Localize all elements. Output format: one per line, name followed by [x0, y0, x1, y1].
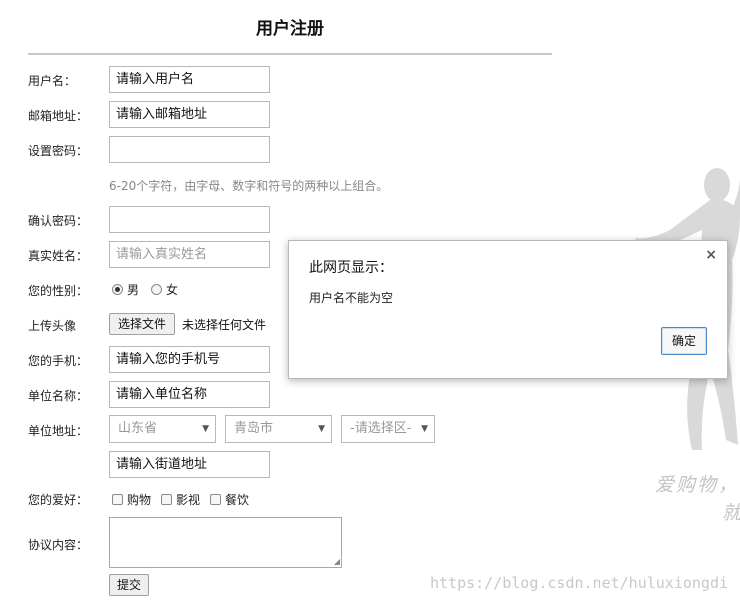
- street-input[interactable]: 请输入街道地址: [109, 451, 270, 478]
- avatar-label: 上传头像: [28, 319, 77, 333]
- title-divider: [28, 53, 552, 55]
- agreement-label: 协议内容：: [28, 538, 89, 552]
- hobby-dining-checkbox[interactable]: [210, 494, 222, 505]
- username-label: 用户名：: [28, 74, 77, 88]
- province-select[interactable]: 山东省 ▼: [109, 415, 216, 443]
- file-status-text: 未选择任何文件: [182, 318, 267, 332]
- close-icon[interactable]: ×: [705, 247, 717, 263]
- hobbies-checkbox-group: 购物 影视 餐饮: [112, 491, 249, 508]
- username-input[interactable]: 请输入用户名: [109, 66, 270, 93]
- agreement-textarea[interactable]: ◢: [109, 517, 342, 568]
- hobby-movies-label: 影视: [176, 493, 201, 507]
- gender-male-radio[interactable]: [112, 284, 123, 295]
- real-name-input[interactable]: 请输入真实姓名: [109, 241, 270, 268]
- ok-button[interactable]: 确定: [661, 327, 707, 355]
- confirm-password-label: 确认密码：: [28, 214, 89, 228]
- dialog-message: 用户名不能为空: [309, 291, 394, 305]
- district-select[interactable]: -请选择区- ▼: [341, 415, 435, 443]
- city-select-value: 青岛市: [234, 421, 274, 436]
- chevron-down-icon: ▼: [202, 424, 209, 434]
- confirm-password-input[interactable]: [109, 206, 270, 233]
- phone-label: 您的手机：: [28, 354, 89, 368]
- password-hint: 6-20个字符，由字母、数字和符号的两种以上组合。: [109, 179, 389, 193]
- dialog-title: 此网页显示：: [309, 260, 393, 276]
- hobby-shopping-label: 购物: [127, 493, 152, 507]
- gender-female-radio[interactable]: [151, 284, 163, 295]
- district-select-value: -请选择区-: [350, 421, 412, 436]
- slogan-text: 爱购物，: [655, 474, 740, 496]
- hobby-movies-checkbox[interactable]: [161, 494, 173, 505]
- chevron-down-icon: ▼: [318, 424, 325, 434]
- hobbies-label: 您的爱好：: [28, 493, 89, 507]
- address-label: 单位地址：: [28, 424, 89, 438]
- gender-female-label: 女: [166, 283, 179, 297]
- watermark-text: https://blog.csdn.net/huluxiongdi: [429, 574, 728, 592]
- email-input[interactable]: 请输入邮箱地址: [109, 101, 270, 128]
- phone-input[interactable]: 请输入您的手机号: [109, 346, 270, 373]
- choose-file-button[interactable]: 选择文件: [109, 313, 176, 335]
- hobby-shopping-checkbox[interactable]: [112, 494, 123, 505]
- real-name-label: 真实姓名：: [28, 249, 89, 263]
- password-label: 设置密码：: [28, 144, 89, 158]
- page-title: 用户注册: [256, 19, 324, 39]
- gender-radio-group: 男 女: [112, 281, 178, 298]
- chevron-down-icon: ▼: [421, 424, 428, 434]
- company-input[interactable]: 请输入单位名称: [109, 381, 270, 408]
- company-label: 单位名称：: [28, 389, 89, 403]
- submit-button[interactable]: 提交: [109, 574, 150, 596]
- slogan-text-2: 就: [722, 502, 740, 524]
- gender-male-label: 男: [127, 283, 140, 297]
- alert-dialog: 此网页显示： × 用户名不能为空 确定: [288, 240, 728, 379]
- hobby-dining-label: 餐饮: [225, 493, 250, 507]
- gender-label: 您的性别：: [28, 284, 89, 298]
- province-select-value: 山东省: [118, 421, 158, 436]
- resize-grip-icon[interactable]: ◢: [333, 557, 340, 566]
- password-input[interactable]: [109, 136, 270, 163]
- email-label: 邮箱地址：: [28, 109, 89, 123]
- city-select[interactable]: 青岛市 ▼: [225, 415, 332, 443]
